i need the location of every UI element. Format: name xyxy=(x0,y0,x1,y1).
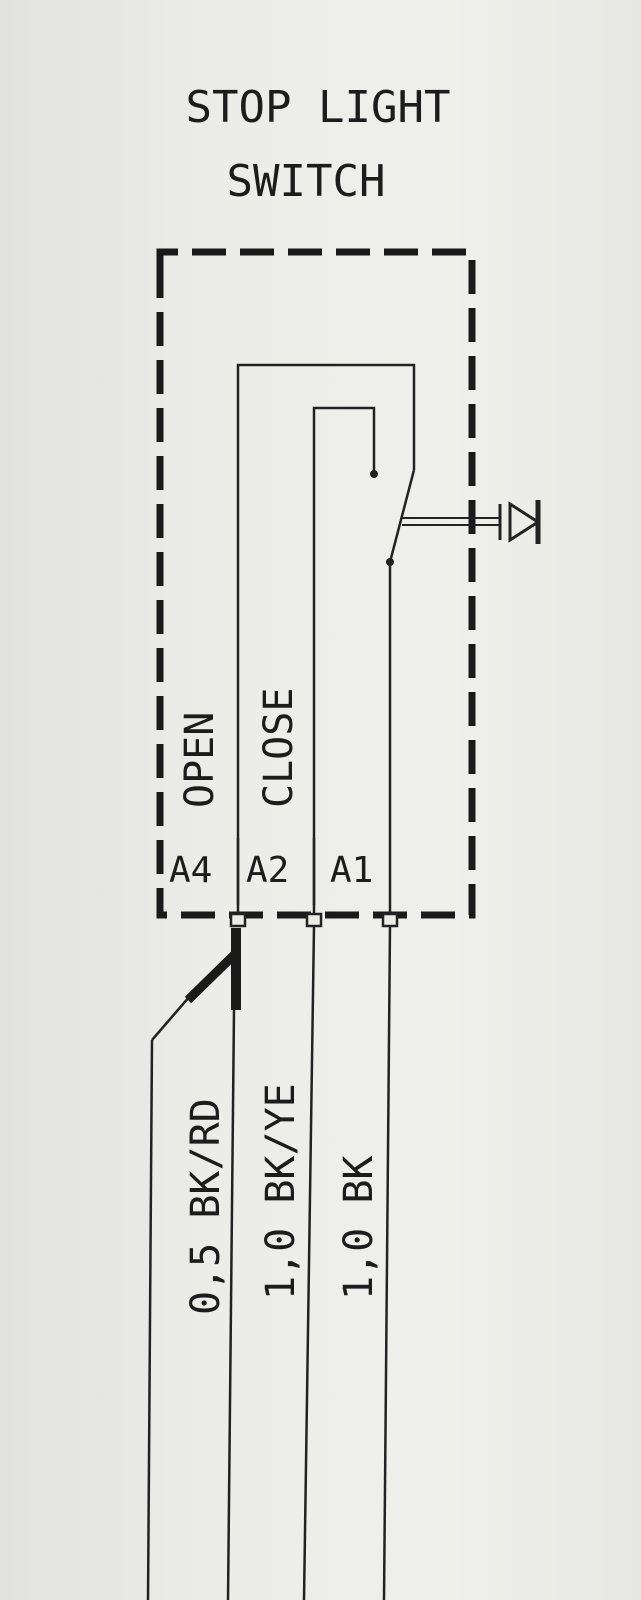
wire-label-a4: 0,5 BK/RD xyxy=(183,1098,229,1315)
terminal-a1 xyxy=(381,912,399,928)
wire-a1 xyxy=(382,925,392,1600)
switch-boundary xyxy=(156,248,476,919)
component-title-line1: STOP LIGHT xyxy=(186,82,451,133)
switch-blade xyxy=(388,469,416,563)
pin-a4-label: A4 xyxy=(169,850,212,891)
component-title-line2: SWITCH xyxy=(227,156,386,207)
pin-a2-label: A2 xyxy=(246,850,289,891)
actuator-icon xyxy=(402,500,541,544)
pin-a1-label: A1 xyxy=(330,850,373,891)
state-close-label: CLOSE xyxy=(256,688,302,808)
terminal-a4 xyxy=(229,912,247,928)
wire-label-a1: 1,0 BK xyxy=(336,1156,382,1301)
fixed-contact xyxy=(370,470,378,478)
wire-label-a2: 1,0 BK/YE xyxy=(258,1083,304,1300)
wire-a2 xyxy=(302,925,316,1600)
wire-a4 xyxy=(146,928,241,1600)
state-open-label: OPEN xyxy=(177,712,223,808)
a2-internal-wire xyxy=(312,406,376,920)
terminal-a2 xyxy=(305,912,323,928)
a4-internal-wire xyxy=(236,363,416,920)
